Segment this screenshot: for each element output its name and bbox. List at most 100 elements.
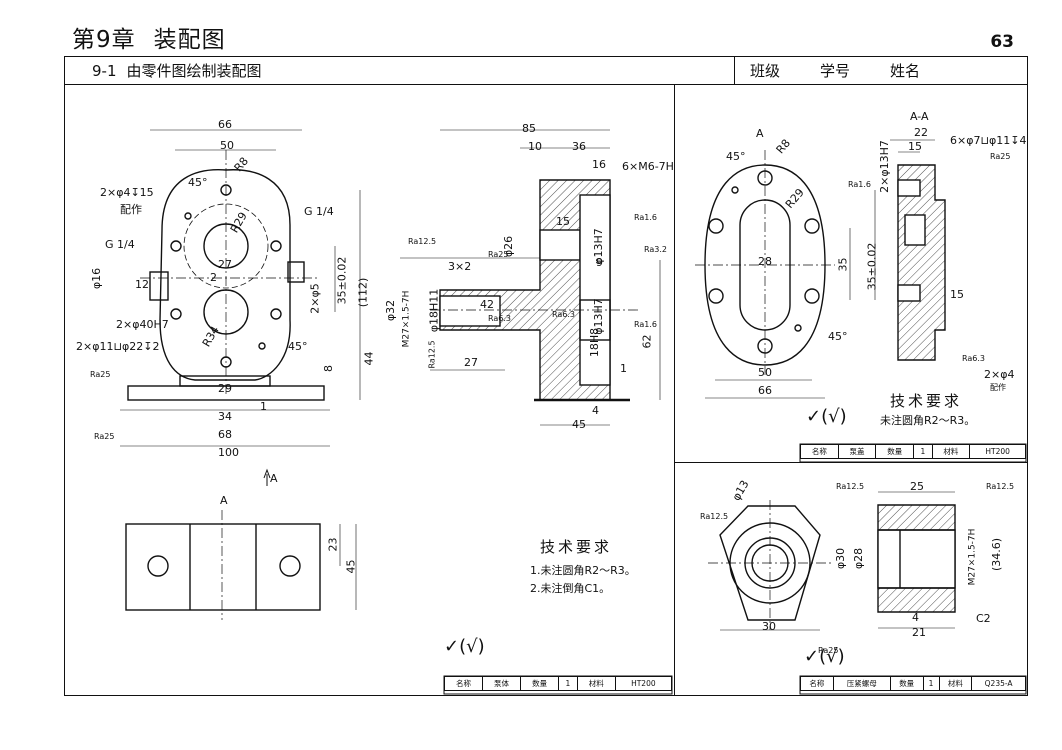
note-g14-right: G 1/4 [304,205,334,218]
chapter-title: 装配图 [153,27,226,53]
tb-nut-qty: 1 [922,676,940,691]
tech-line1-cover: 未注圆角R2～R3。 [880,414,976,427]
nut-section-view [877,491,956,629]
pump-cover-section-view [874,139,946,361]
note-peizuo: 配作 [120,203,142,216]
note-counterbore: 2×φ11⊔φ22↧2 [76,340,160,353]
dim-d26: φ26 [502,235,516,258]
drawing-frame [64,56,1028,696]
cover-ra63: Ra6.3 [962,354,986,363]
nut-dim-d28: φ28 [852,547,866,570]
dim-2xd5: 2×φ5 [308,283,322,314]
dim-36: 36 [572,140,586,153]
tb-nut-mat: Q235-A [971,676,1026,691]
ra125: Ra12.5 [408,237,437,246]
tb-body-name-label: 名称 [443,676,484,691]
dim-2: 2 [210,271,217,284]
cover-note-holes: 6×φ7⊔φ11↧4 [950,134,1027,147]
cover-pin: 2×φ4 [984,368,1015,381]
nut-ra25: Ra25 [818,646,839,655]
cover-dim-d13: 2×φ13H7 [877,140,891,193]
dim-66: 66 [218,118,232,131]
cover-dim-15: 15 [908,140,922,153]
tb-body-qty-label: 数量 [520,676,560,691]
cover-dim-45b: 45° [828,330,848,343]
ra125-b: Ra12.5 [427,340,437,369]
tb-cover-name: 泵盖 [837,444,877,459]
dim-4: 4 [592,404,599,417]
nut-front-view [708,500,832,631]
dim-27: 27 [218,258,232,271]
nut-dim-21: 21 [912,626,926,639]
tb-nut-name: 压紧螺母 [832,676,891,691]
roughness-note-cover: (√) [821,406,847,427]
dim-34: 34 [218,410,232,423]
class-label: 班级 [750,62,781,80]
tech-title-cover: 技术要求 [890,392,963,410]
dim-1-section: 1 [620,362,627,375]
tb-body-qty: 1 [558,676,578,691]
cover-dim-35tol: 35±0.02 [865,242,879,291]
dim-50: 50 [220,139,234,152]
dim-62: 62 [640,334,654,349]
ra25-section: Ra25 [488,250,509,259]
dim-100: 100 [218,446,239,459]
nut-dim-c2: C2 [976,612,991,625]
tb-cover-qty: 1 [913,444,933,459]
tb-body-name: 泵体 [482,676,522,691]
dim-18h8: 18H8 [588,327,602,358]
dim-m27: M27×1.5-7H [401,290,412,348]
header-divider [64,84,1028,85]
nut-dim-d30: φ30 [834,547,848,570]
ra25-body-a: Ra25 [90,370,111,379]
nut-ra125-a: Ra12.5 [836,482,865,491]
tb-nut-mat-label: 材料 [938,676,973,691]
panel-divider-vertical [674,84,675,696]
roughness-note-nut: (√) [819,646,845,667]
pump-cover-front-view [695,150,851,399]
titleblock-cover: 名称 泵盖 数量 1 材料 HT200 [800,444,1026,459]
view-arrow-a: A [270,472,278,485]
ra25-body-b: Ra25 [94,432,115,441]
cover-dim-35: 35 [836,257,850,272]
dim-12: 12 [135,278,149,291]
section-title: 由零件图绘制装配图 [126,62,262,80]
dim-42: 42 [480,298,494,311]
tech-line1-body: 1.未注圆角R2～R3。 [530,564,636,577]
cover-section-label: A-A [910,110,929,123]
titleblock-nut: 名称 压紧螺母 数量 1 材料 Q235-A [800,676,1026,691]
name-label: 姓名 [890,62,921,80]
note-g14-left: G 1/4 [105,238,135,251]
dim-d18h11: φ18H11 [427,288,441,333]
tb-cover-qty-label: 数量 [875,444,915,459]
dim-35: 35±0.02 [335,256,349,305]
pump-body-view-a [125,468,357,620]
dim-8: 8 [322,365,335,372]
roughness-symbol-nut: ✓(√) [804,646,845,667]
titleblock-body: 名称 泵体 数量 1 材料 HT200 [443,676,673,691]
dim-10: 10 [528,140,542,153]
dim-45: 45 [572,418,586,431]
cover-dim-15b: 15 [950,288,964,301]
nut-dim-m27: M27×1.5-7H [967,528,978,586]
chapter-number: 第9章 [72,27,136,53]
tb-nut-name-label: 名称 [800,676,834,691]
dim-1: 1 [260,400,267,413]
nut-dim-346: (34.6) [990,537,1004,572]
dim-16: 16 [592,158,606,171]
nut-dim-30: 30 [762,620,776,633]
dim-15: 15 [556,215,570,228]
tb-nut-qty-label: 数量 [889,676,924,691]
section-number: 9-1 [92,62,117,80]
dim-45deg: 45° [188,176,208,189]
roughness-note-body: (√) [459,636,485,657]
dim-68: 68 [218,428,232,441]
tech-title-body: 技术要求 [540,538,613,556]
ra16-a: Ra1.6 [634,213,658,222]
ra63-a: Ra6.3 [488,314,512,323]
tech-line2-body: 2.未注倒角C1。 [530,582,611,595]
cover-dim-28: 28 [758,255,772,268]
dim-d32: φ32 [384,299,398,322]
dim-45-view-a: 45 [344,559,358,574]
